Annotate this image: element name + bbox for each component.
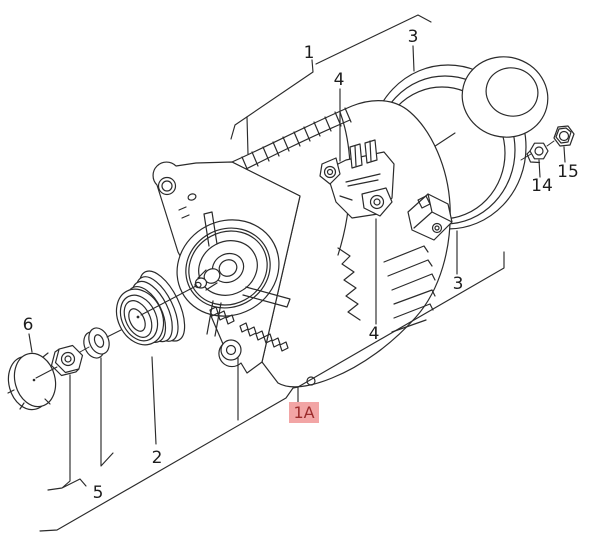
callout-1a-text: 1A (293, 403, 314, 422)
bracket-5 (47, 357, 114, 491)
terminal-block (407, 193, 453, 241)
callout-1: 1 (304, 43, 315, 63)
bracket-1 (230, 14, 432, 140)
part-nut-15 (553, 125, 575, 147)
part-alternator (152, 100, 453, 388)
callout-lines (28, 14, 566, 532)
vent-slots (209, 306, 289, 352)
line-14 (538, 159, 541, 178)
line-6 (28, 333, 33, 353)
cooling-fins-right (383, 245, 436, 333)
cooling-fins-top (241, 107, 352, 172)
bracket-arms (203, 211, 291, 337)
line-3-top (412, 45, 415, 72)
callout-15: 15 (557, 162, 579, 182)
shaft (194, 268, 221, 291)
line-15 (563, 146, 566, 163)
mounting-ear-hole (157, 176, 177, 196)
callout-1a-highlight (289, 402, 319, 423)
line-2 (151, 356, 157, 445)
callout-4-top: 4 (334, 70, 345, 90)
callout-4-bottom: 4 (369, 324, 380, 344)
callout-3-right: 3 (453, 274, 464, 294)
part-washer (83, 327, 110, 359)
leader-1 (246, 116, 249, 155)
cover-dome (461, 56, 549, 138)
callout-labels: 1 3 4 14 15 3 4 6 2 5 1A (23, 27, 579, 503)
part-pulley (115, 270, 186, 346)
callout-5: 5 (93, 483, 104, 503)
part-nut (50, 344, 84, 377)
part-regulator (319, 139, 395, 219)
part-cap (7, 352, 57, 411)
mounting-boss-hole (220, 339, 242, 361)
callout-3-top: 3 (408, 27, 419, 47)
callout-2: 2 (152, 448, 163, 468)
bracket-1a (39, 251, 505, 532)
part-nut-14 (526, 142, 549, 164)
center-lines (35, 140, 555, 379)
callout-14: 14 (531, 176, 553, 196)
cooling-fins-wavy (337, 247, 361, 321)
diagram-linework (7, 14, 575, 532)
callout-1a-badge[interactable]: 1A (289, 402, 319, 423)
rotor-face (176, 219, 280, 317)
callout-6: 6 (23, 315, 34, 335)
